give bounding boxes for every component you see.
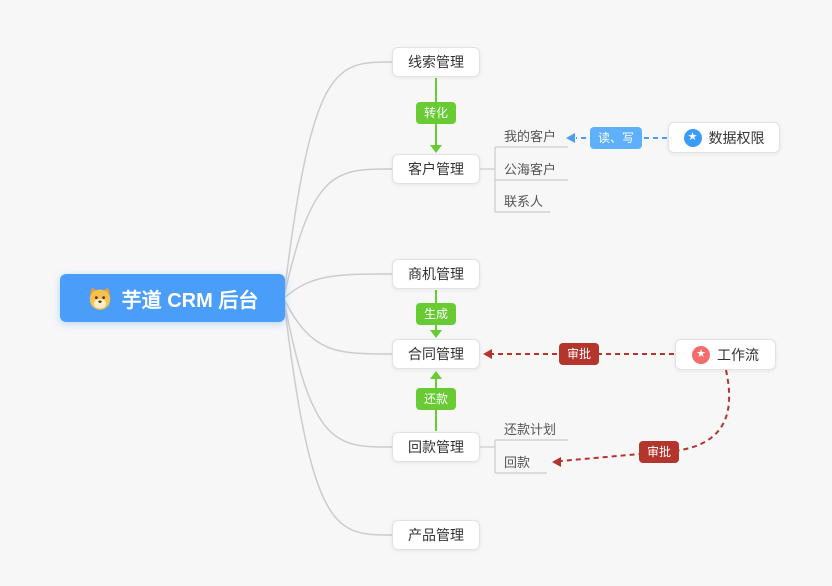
edge-badge-approve-repayment: 审批 [639,441,680,463]
node-label: 商机管理 [408,266,464,282]
node-contract-management: 合同管理 [392,339,480,369]
node-data-permission: ★ 数据权限 [668,122,780,153]
wire-root-product [283,300,393,536]
child-label-repayment: 回款 [504,455,531,470]
node-receivable-management: 回款管理 [392,432,480,462]
child-label-public-customers: 公海客户 [504,162,557,177]
branch-curves [283,61,393,536]
node-customer-management: 客户管理 [392,154,480,184]
edge-badge-convert: 转化 [416,102,457,124]
arrowhead-approve-repayment [552,457,561,467]
node-label: 客户管理 [408,161,464,177]
side-node-label: 工作流 [717,346,759,363]
child-label-my-customers: 我的客户 [504,129,557,144]
root-label: 芋道 CRM 后台 [121,289,259,312]
arrowhead-generate-down [430,330,442,338]
node-product-management: 产品管理 [392,520,480,550]
node-opportunity-management: 商机管理 [392,259,480,289]
node-label: 回款管理 [408,439,464,455]
wire-root-customer [283,168,393,298]
star-icon: ★ [683,128,702,147]
arrowhead-approve-contract [483,349,492,359]
root-node: 芋道 CRM 后台 [60,274,285,322]
child-label-repayment-plan: 还款计划 [504,422,557,437]
node-workflow: ★ 工作流 [675,339,776,370]
node-lead-management: 线索管理 [392,47,480,77]
arrowhead-permission-left [566,133,575,143]
node-label: 线索管理 [408,54,464,70]
edge-badge-repay: 还款 [416,388,457,410]
red-dashed-links [492,353,731,462]
edge-badge-approve-contract: 审批 [559,343,600,365]
child-label-contacts: 联系人 [504,194,544,209]
node-label: 合同管理 [408,346,464,362]
wire-root-contract [283,298,393,355]
wire-root-lead [283,61,393,297]
dog-face-icon [89,287,111,310]
arrowhead-convert-down [430,145,442,153]
edge-badge-read-write: 读、写 [590,127,643,149]
edge-badge-generate: 生成 [416,303,457,325]
node-label: 产品管理 [408,527,464,543]
wire-root-opportunity [283,273,393,299]
wire-root-receivable [283,299,393,448]
arrowhead-repay-up [430,371,442,379]
side-node-label: 数据权限 [708,129,765,146]
star-icon: ★ [692,345,710,364]
